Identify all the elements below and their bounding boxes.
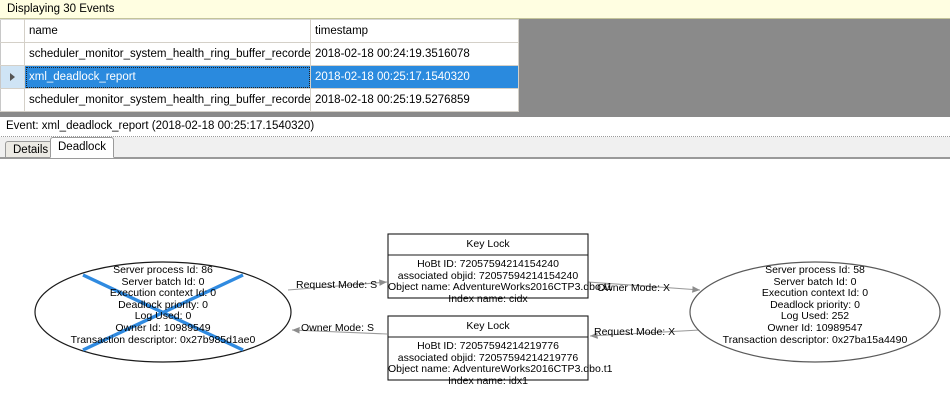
cell-name[interactable]: xml_deadlock_report bbox=[24, 65, 311, 89]
event-header-label: Event: xml_deadlock_report (2018-02-18 0… bbox=[6, 120, 315, 132]
column-header-rowselector[interactable] bbox=[0, 19, 25, 43]
edge-right-request bbox=[589, 329, 701, 339]
process-node-right[interactable] bbox=[689, 261, 941, 363]
edge-right-owner bbox=[587, 281, 701, 293]
keylock-bottom-title: Key Lock bbox=[466, 320, 510, 332]
cell-timestamp[interactable]: 2018-02-18 00:25:17.1540320 bbox=[310, 65, 519, 89]
edge-label-right-request: Request Mode: X bbox=[594, 326, 676, 338]
events-banner-label: Displaying 30 Events bbox=[7, 3, 115, 15]
column-header-timestamp[interactable]: timestamp bbox=[310, 19, 519, 43]
events-banner: Displaying 30 Events bbox=[0, 0, 950, 19]
keylock-top-title: Key Lock bbox=[466, 238, 510, 250]
tab-deadlock[interactable]: Deadlock bbox=[50, 137, 114, 158]
cell-name[interactable]: scheduler_monitor_system_health_ring_buf… bbox=[24, 42, 311, 66]
deadlock-graph-svg bbox=[34, 233, 941, 381]
current-row-marker-icon bbox=[10, 73, 15, 81]
row-selector-cell[interactable] bbox=[0, 65, 25, 89]
tabstrip: Details Deadlock bbox=[0, 137, 950, 158]
row-selector-cell[interactable] bbox=[0, 88, 25, 112]
deadlock-graph-canvas[interactable]: Server process Id: 86 Server batch Id: 0… bbox=[0, 158, 950, 400]
resource-node-keylock-top[interactable] bbox=[387, 233, 589, 299]
tab-details[interactable]: Details bbox=[5, 141, 57, 158]
row-selector-cell[interactable] bbox=[0, 42, 25, 66]
edge-label-right-owner: Owner Mode: X bbox=[597, 282, 670, 294]
edge-label-left-owner: Owner Mode: S bbox=[301, 322, 374, 334]
events-grid[interactable]: name timestamp scheduler_monitor_system_… bbox=[0, 19, 950, 137]
event-header: Event: xml_deadlock_report (2018-02-18 0… bbox=[0, 118, 950, 136]
table-row[interactable]: scheduler_monitor_system_health_ring_buf… bbox=[0, 88, 519, 112]
process-node-left[interactable] bbox=[34, 261, 292, 363]
edge-label-left-request: Request Mode: S bbox=[296, 279, 378, 291]
table-row-selected[interactable]: xml_deadlock_report 2018-02-18 00:25:17.… bbox=[0, 65, 519, 89]
table-row[interactable]: scheduler_monitor_system_health_ring_buf… bbox=[0, 42, 519, 66]
column-header-name[interactable]: name bbox=[24, 19, 311, 43]
cell-name[interactable]: scheduler_monitor_system_health_ring_buf… bbox=[24, 88, 311, 112]
cell-timestamp[interactable]: 2018-02-18 00:25:19.5276859 bbox=[310, 88, 519, 112]
table-header-row: name timestamp bbox=[0, 19, 519, 43]
cell-timestamp[interactable]: 2018-02-18 00:24:19.3516078 bbox=[310, 42, 519, 66]
victim-cross-icon bbox=[82, 273, 244, 352]
edge-left-owner bbox=[291, 327, 388, 335]
resource-node-keylock-bottom[interactable] bbox=[387, 315, 589, 381]
events-table: name timestamp scheduler_monitor_system_… bbox=[0, 19, 519, 112]
edge-left-request bbox=[287, 279, 388, 291]
